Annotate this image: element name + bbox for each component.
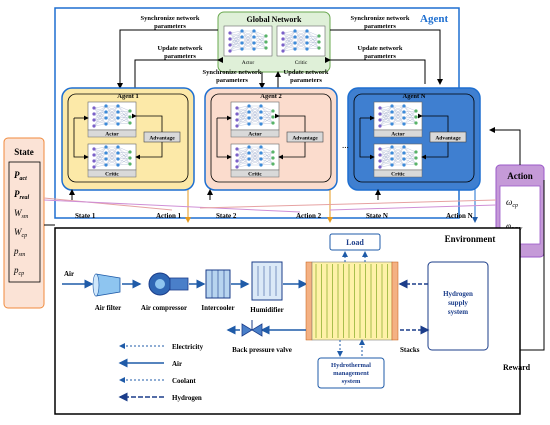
global-critic-icon: [276, 25, 326, 57]
agent-title: Agent 1: [117, 93, 138, 100]
agent-actor-label: Actor: [105, 132, 119, 138]
reward-label: Reward: [503, 363, 531, 372]
state-item: Preal: [14, 189, 29, 201]
stacks-label: Stacks: [400, 346, 420, 354]
flow-state1: State 1: [75, 212, 96, 220]
agent-advantage-label: Advantage: [292, 136, 318, 142]
global-critic-label: Critic: [295, 60, 308, 66]
agent-advantage-label: Advantage: [435, 136, 461, 142]
intercooler-icon: [205, 269, 231, 299]
air-filter-label: Air filter: [95, 304, 122, 312]
legend-label: Hydrogen: [172, 394, 202, 402]
legend-label: Electricity: [172, 343, 204, 351]
agent-title: Agent N: [403, 93, 426, 100]
global-actor-label: Actor: [242, 60, 255, 66]
flow-action1: Action 1: [156, 212, 182, 220]
agent-critic-label: Critic: [248, 172, 262, 178]
hydrogen-supply-box: [427, 261, 489, 351]
state-action-arrows: [43, 127, 545, 351]
flow-action2: Action 2: [296, 212, 322, 220]
state-item: Wsm: [14, 208, 29, 220]
stacks-icon: [305, 261, 399, 341]
flow-actionN: Action N: [446, 212, 473, 220]
global-network-title: Global Network: [247, 15, 302, 24]
flow-stateN: State N: [366, 212, 388, 220]
humidifier-label: Humidifier: [250, 306, 283, 314]
state-item: psm: [13, 246, 26, 258]
state-item: pcp: [13, 265, 24, 277]
intercooler-label: Intercooler: [201, 304, 234, 312]
flow-state2: State 2: [216, 212, 237, 220]
hydrothermal-box: [317, 357, 385, 389]
back-pressure-valve-icon: [241, 320, 263, 337]
agents-ellipsis: ...: [342, 140, 349, 150]
load-box: [329, 233, 381, 251]
air-filter-icon: [92, 273, 121, 297]
agent-actor-label: Actor: [248, 132, 262, 138]
air-inlet-label: Air: [64, 270, 74, 278]
sync-arrows: [117, 29, 443, 89]
state-item: Pact: [14, 170, 27, 182]
air-compressor-icon: [148, 272, 189, 296]
agent-actor-label: Actor: [391, 132, 405, 138]
agent-panel-title: Agent: [420, 13, 448, 25]
global-actor-icon: [223, 25, 273, 57]
state-list-box: [8, 161, 41, 283]
legend-label: Air: [172, 360, 182, 368]
action-item: ωcp: [506, 197, 518, 209]
state-title: State: [14, 147, 34, 157]
load-label: Load: [346, 238, 364, 247]
air-compressor-label: Air compressor: [141, 304, 187, 312]
action-title: Action: [507, 171, 533, 181]
back-pressure-valve-label: Back pressure valve: [232, 346, 292, 354]
agent-advantage-label: Advantage: [149, 136, 175, 142]
state-item: Wcp: [14, 227, 27, 239]
humidifier-icon: [251, 261, 283, 301]
legend-label: Coolant: [172, 377, 196, 385]
agent-critic-label: Critic: [391, 172, 405, 178]
agent-title: Agent 2: [260, 93, 281, 100]
environment-title: Environment: [445, 234, 496, 244]
agent-critic-label: Critic: [105, 172, 119, 178]
